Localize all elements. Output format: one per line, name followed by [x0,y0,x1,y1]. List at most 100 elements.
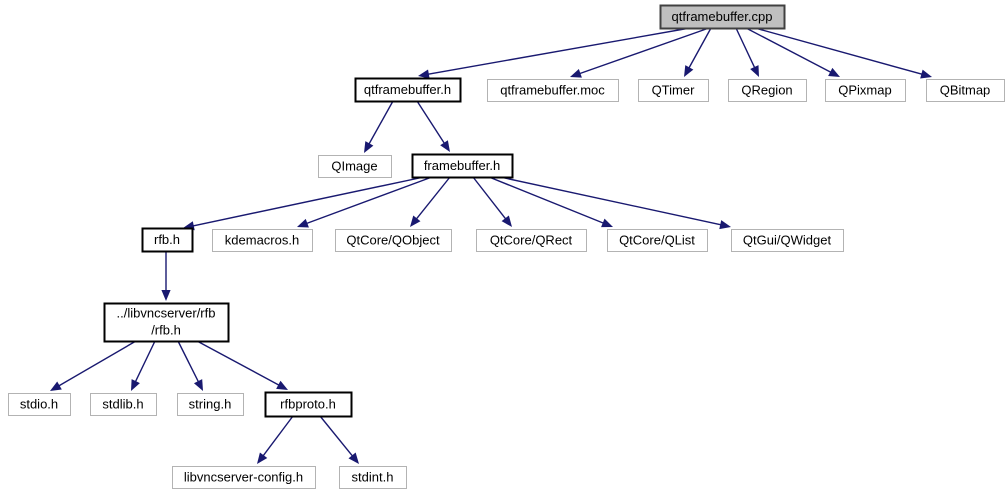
node-box[interactable] [354,77,462,103]
graph-node-qtframebuffer-moc[interactable]: qtframebuffer.moc [487,79,619,102]
node-label: string.h [189,396,232,411]
graph-edge [257,415,294,464]
edge-arrowhead-icon [410,215,421,227]
edge-line [754,27,924,76]
node-label: QPixmap [838,82,891,97]
node-label: libvncserver-config.h [184,469,303,484]
graph-node-string-h[interactable]: string.h [177,393,244,416]
graph-node-qimage[interactable]: QImage [318,155,392,178]
node-box[interactable] [8,393,71,416]
node-box[interactable] [141,227,194,253]
graph-node-qtimer[interactable]: QTimer [638,79,709,102]
edge-line [191,176,425,227]
graph-edge [161,251,171,301]
node-label: QtCore/QObject [346,232,440,247]
graph-edge [570,27,710,78]
graph-node-qtgui-qwidget[interactable]: QtGui/QWidget [731,229,844,252]
graph-node-qbitmap[interactable]: QBitmap [926,79,1005,102]
node-label-line2: /rfb.h [151,322,181,337]
edge-line [177,340,200,384]
graph-edge [364,100,394,153]
edge-line [367,100,394,146]
graph-node-qtcore-qlist[interactable]: QtCore/QList [607,229,708,252]
node-box[interactable] [728,79,807,102]
edge-line [687,27,712,70]
graph-edge [410,176,451,227]
node-label: stdlib.h [102,396,143,411]
node-box[interactable] [318,155,392,178]
graph-node-stdlib-h[interactable]: stdlib.h [90,393,157,416]
graph-edge [319,415,359,464]
edge-arrowhead-icon [719,220,731,230]
edge-arrowhead-icon [684,65,694,77]
node-box[interactable] [103,302,230,343]
graph-edge [416,100,450,152]
edge-line [305,176,433,225]
graph-node-qtcore-qrect[interactable]: QtCore/QRect [476,229,587,252]
node-box[interactable] [825,79,906,102]
node-box[interactable] [172,466,316,489]
graph-edge [488,176,613,228]
edge-arrowhead-icon [750,65,759,77]
graph-node-libvncserver-rfb-rfb-h[interactable]: ../libvncserver/rfb/rfb.h [103,302,230,343]
graph-node-qpixmap[interactable]: QPixmap [825,79,906,102]
edge-arrowhead-icon [131,379,140,391]
node-box[interactable] [476,229,587,252]
node-box[interactable] [487,79,619,102]
node-box[interactable] [607,229,708,252]
node-label: stdint.h [352,469,394,484]
graph-edge [131,340,156,391]
graph-node-qtcore-qobject[interactable]: QtCore/QObject [335,229,452,252]
node-label: kdemacros.h [225,232,299,247]
nodes-layer: qtframebuffer.cpp qtframebuffer.h qtframeb… [8,4,1005,489]
node-box[interactable] [90,393,157,416]
edge-line [745,27,833,74]
graph-node-rfb-h[interactable]: rfb.h [141,227,194,253]
node-box[interactable] [264,391,353,418]
graph-node-qtframebuffer-cpp[interactable]: qtframebuffer.cpp [659,4,786,30]
node-label: QtGui/QWidget [743,232,832,247]
node-box[interactable] [926,79,1005,102]
node-box[interactable] [731,229,844,252]
node-box[interactable] [659,4,786,30]
node-label: QImage [331,158,377,173]
node-label: ../libvncserver/rfb [117,305,216,320]
graph-node-stdint-h[interactable]: stdint.h [339,466,407,489]
edge-arrowhead-icon [348,452,359,464]
node-box[interactable] [177,393,244,416]
graph-node-framebuffer-h[interactable]: framebuffer.h [411,153,514,179]
edge-line [426,27,691,76]
node-label: rfb.h [154,232,180,247]
edge-line [578,27,710,75]
edge-line [488,176,605,225]
node-box[interactable] [212,229,313,252]
node-box[interactable] [339,466,407,489]
node-box[interactable] [411,153,514,179]
edge-line [196,340,281,387]
edge-line [416,100,446,145]
node-label: qtframebuffer.moc [500,82,605,97]
node-label: framebuffer.h [424,158,500,173]
node-box[interactable] [638,79,709,102]
graph-edge [297,176,433,228]
graph-node-qregion[interactable]: QRegion [728,79,807,102]
graph-node-libvncserver-config-h[interactable]: libvncserver-config.h [172,466,316,489]
graph-node-stdio-h[interactable]: stdio.h [8,393,71,416]
node-label: rfbproto.h [280,396,336,411]
graph-edge [50,340,137,391]
node-label: QBitmap [940,82,991,97]
node-label: qtframebuffer.cpp [672,9,773,24]
graph-edge [177,340,203,391]
graph-node-rfbproto-h[interactable]: rfbproto.h [264,391,353,418]
node-box[interactable] [335,229,452,252]
graph-edge [745,27,840,77]
edge-arrowhead-icon [920,69,932,79]
edges-layer [50,27,932,464]
edge-arrowhead-icon [161,290,171,301]
graph-node-kdemacros-h[interactable]: kdemacros.h [212,229,313,252]
edge-arrowhead-icon [418,69,430,79]
graph-edge [499,176,731,230]
graph-node-qtframebuffer-h[interactable]: qtframebuffer.h [354,77,462,103]
